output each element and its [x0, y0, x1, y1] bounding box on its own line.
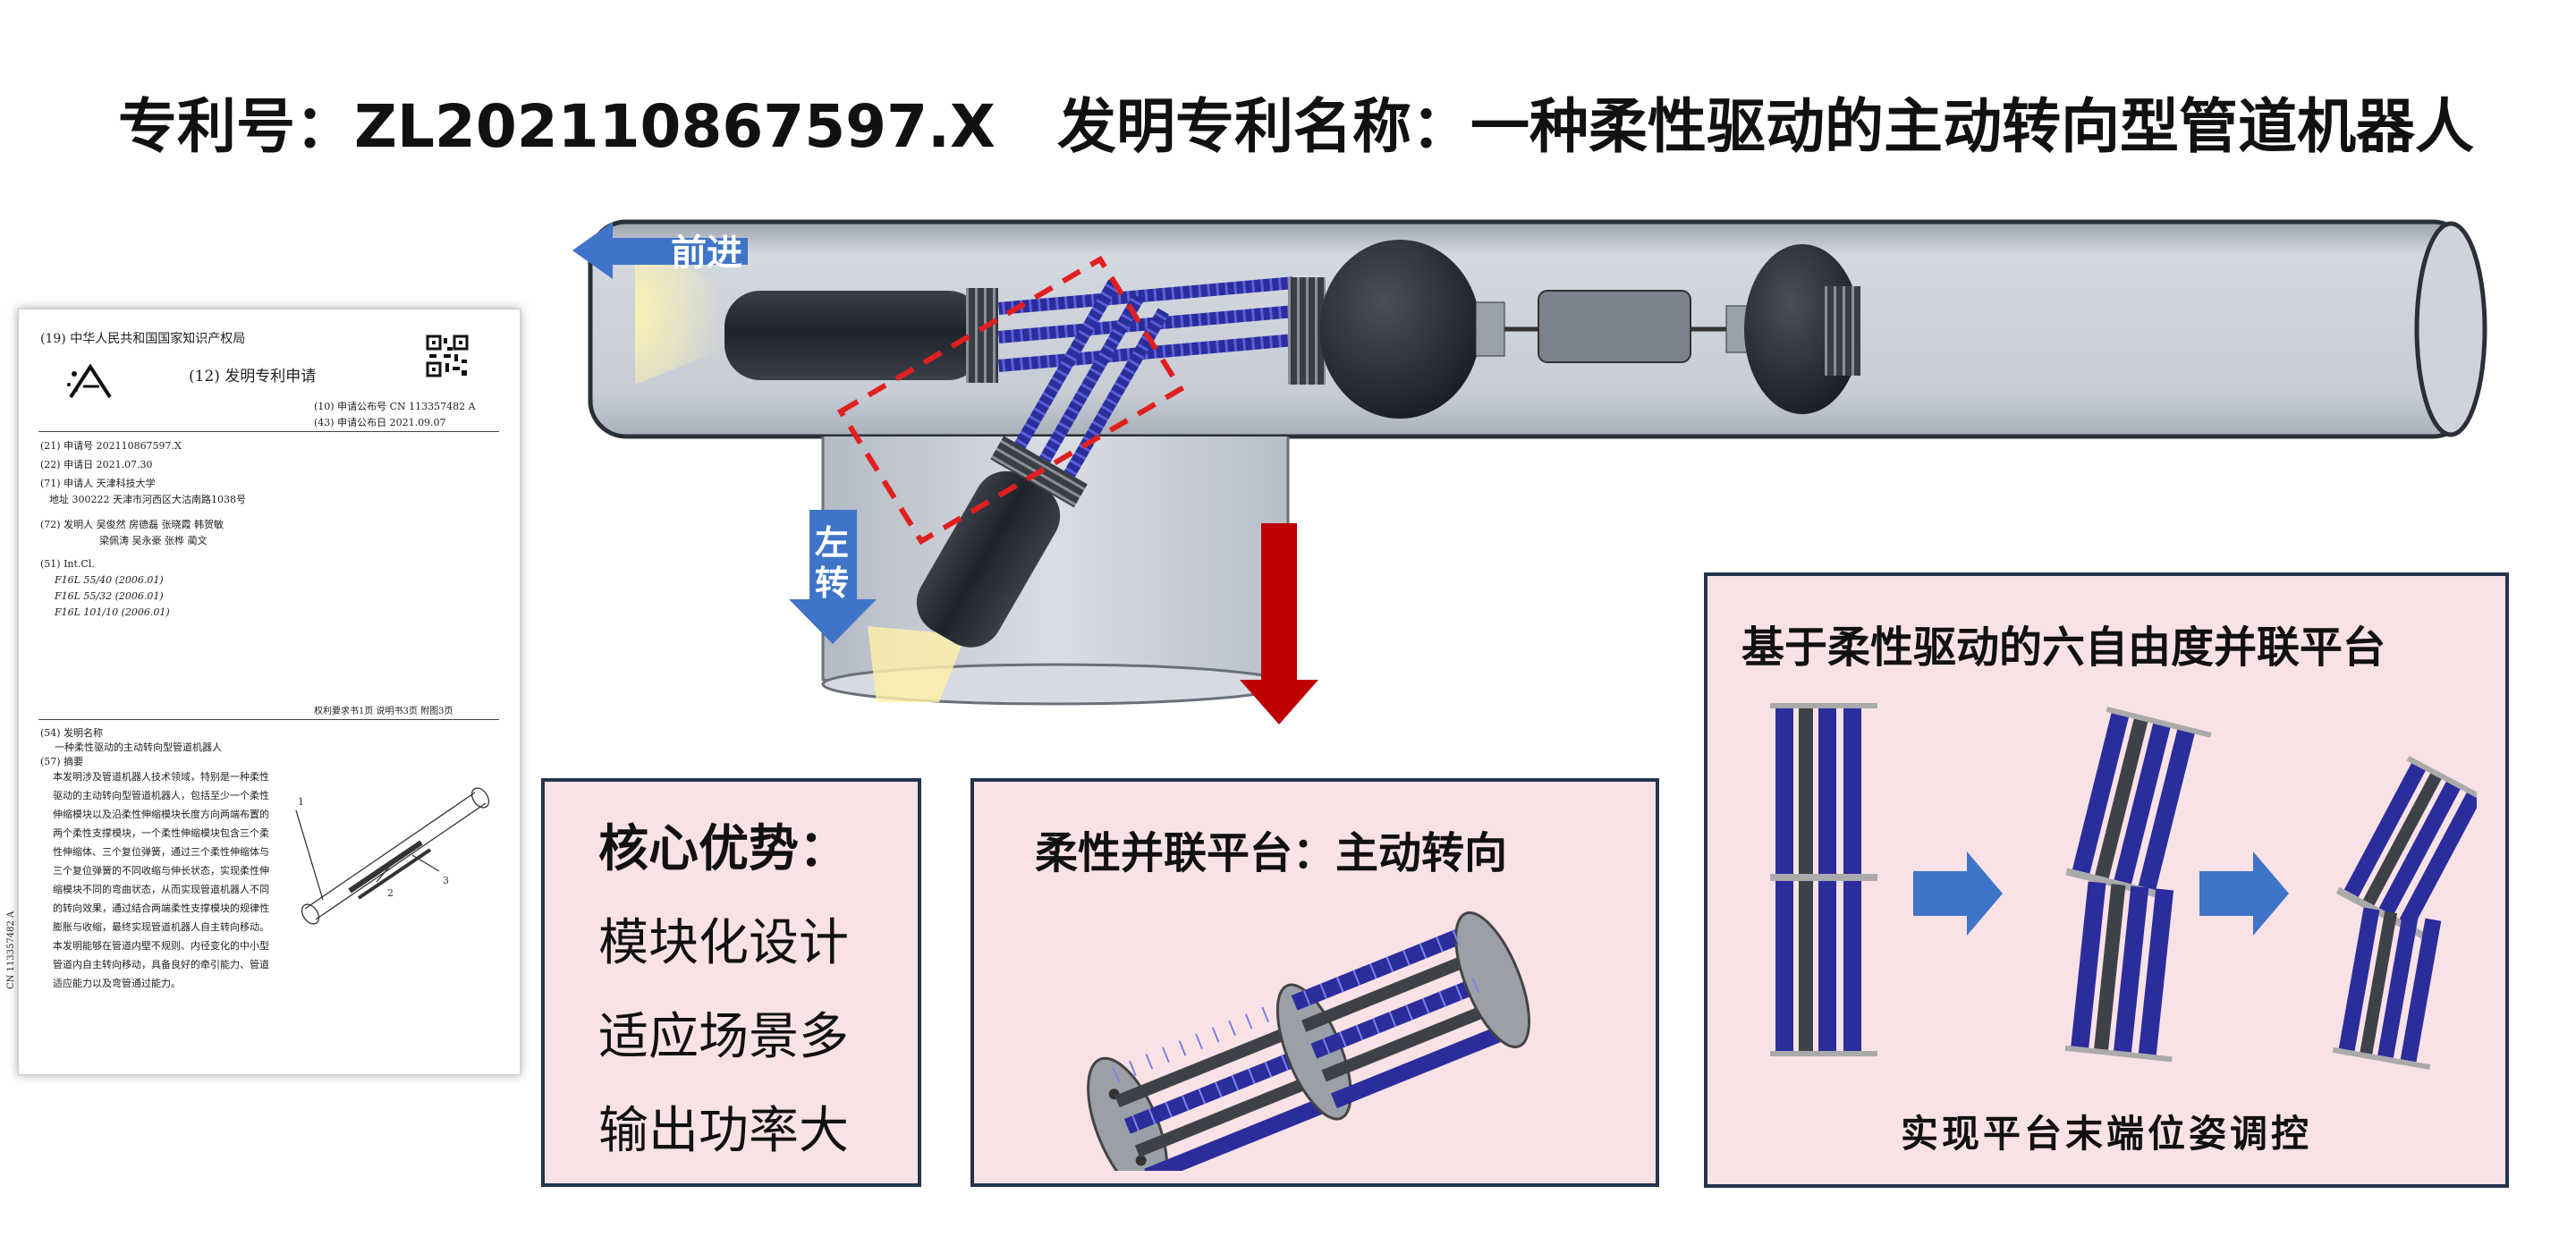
platform-bent-1 [2064, 706, 2212, 1063]
turning-robot [916, 279, 1169, 648]
flex-platform-box: 柔性并联平台：主动转向 [970, 778, 1659, 1187]
abstract-label: (57) 摘要 [40, 756, 84, 767]
publication-date: (43) 申请公布日 2021.09.07 [314, 417, 446, 428]
cnipa-logo-icon [67, 363, 112, 399]
tail-bristle-ring [1825, 286, 1860, 376]
advantages-heading: 核心优势： [598, 820, 849, 878]
page-counts: 权利要求书1页 说明书3页 附图3页 [314, 707, 453, 716]
six-dof-heading: 基于柔性驱动的六自由度并联平台 [1741, 623, 2386, 673]
pipe-robot-illustration: 前进 左 转 [572, 219, 2487, 724]
front-bristle-ring [966, 288, 998, 383]
divider [38, 719, 499, 720]
left-turn-label-1: 左 [815, 525, 849, 563]
headlight-beam-left [868, 626, 966, 702]
flex-platform-heading: 柔性并联平台：主动转向 [1035, 828, 1508, 878]
application-number: (21) 申请号 202110867597.X [40, 440, 182, 452]
front-module [724, 291, 984, 380]
six-dof-caption: 实现平台末端位姿调控 [1900, 1112, 2312, 1156]
patent-doc-type: (12) 发明专利申请 [189, 368, 317, 386]
address: 地址 300222 天津市河西区大沽南路1038号 [49, 494, 246, 505]
classification-1: F16L 55/40 (2006.01) [55, 574, 164, 586]
patent-document: (19) 中华人民共和国国家知识产权局 (12) 发明专利申请 (10) 申请公… [6, 309, 521, 1075]
int-cl: (51) Int.Cl. [40, 558, 95, 570]
platform-straight [1770, 703, 1877, 1056]
inventors-2: 梁佩涛 吴永豪 张桦 蔺文 [99, 535, 208, 546]
figure-label-2: 2 [387, 887, 394, 899]
inventors: (72) 发明人 吴俊然 房德磊 张晓霞 韩贺敏 [40, 519, 225, 530]
left-turn-arrow [789, 510, 877, 644]
abstract-text: 本发明涉及管道机器人技术领域，特别是一种柔性驱动的主动转向型管道机器人，包括至少… [53, 771, 269, 989]
invention-name: 一种柔性驱动的主动转向型管道机器人 [55, 741, 222, 753]
applicant: (71) 申请人 天津科技大学 [40, 478, 156, 489]
patent-number: 专利号：ZL202110867597.X [118, 92, 996, 161]
qr-code-icon [426, 335, 469, 377]
flex-platform-model [1087, 911, 1530, 1171]
patent-office: (19) 中华人民共和国国家知识产权局 [40, 332, 246, 346]
advantages-box: 核心优势： 模块化设计 适应场景多 输出功率大 [541, 778, 921, 1187]
advantage-item: 适应场景多 [598, 1008, 849, 1066]
classification-2: F16L 55/32 (2006.01) [55, 590, 164, 602]
advantage-item: 模块化设计 [598, 914, 849, 972]
application-date: (22) 申请日 2021.07.30 [40, 459, 153, 470]
forward-arrow [572, 222, 748, 279]
rear-bristle-ring [1288, 277, 1326, 385]
advantage-item: 输出功率大 [598, 1102, 849, 1160]
publication-number: (10) 申请公布号 CN 113357482 A [314, 401, 476, 412]
pipe-end [2414, 221, 2487, 437]
forward-label: 前进 [671, 233, 742, 273]
classification-3: F16L 101/10 (2006.01) [55, 606, 170, 618]
highlight-dashed-box [836, 255, 1185, 546]
side-code: CN 113357482 A [6, 911, 16, 989]
six-dof-box: 基于柔性驱动的六自由度并联平台 [1704, 572, 2509, 1188]
connector-1 [1475, 301, 1505, 357]
six-dof-sequence [1770, 703, 2477, 1071]
transition-arrow-1 [1913, 851, 2003, 936]
platform-bent-2 [2332, 756, 2477, 1071]
page-title: 专利号：ZL202110867597.X 发明专利名称：一种柔性驱动的主动转向型… [0, 79, 2576, 161]
figure-label-1: 1 [298, 796, 304, 808]
left-turn-label-2: 转 [815, 565, 849, 603]
patent-name: 发明专利名称：一种柔性驱动的主动转向型管道机器人 [1057, 92, 2474, 161]
invention-name-label: (54) 发明名称 [40, 727, 104, 739]
support-balloon-1 [1319, 240, 1480, 419]
patent-figure: 1 2 3 [295, 787, 490, 925]
red-down-arrow [1240, 523, 1318, 724]
divider [38, 431, 499, 432]
transition-arrow-2 [2199, 851, 2289, 936]
figure-label-3: 3 [443, 875, 449, 886]
headlight-beam-forward [635, 241, 724, 385]
controller-box [1538, 290, 1691, 363]
